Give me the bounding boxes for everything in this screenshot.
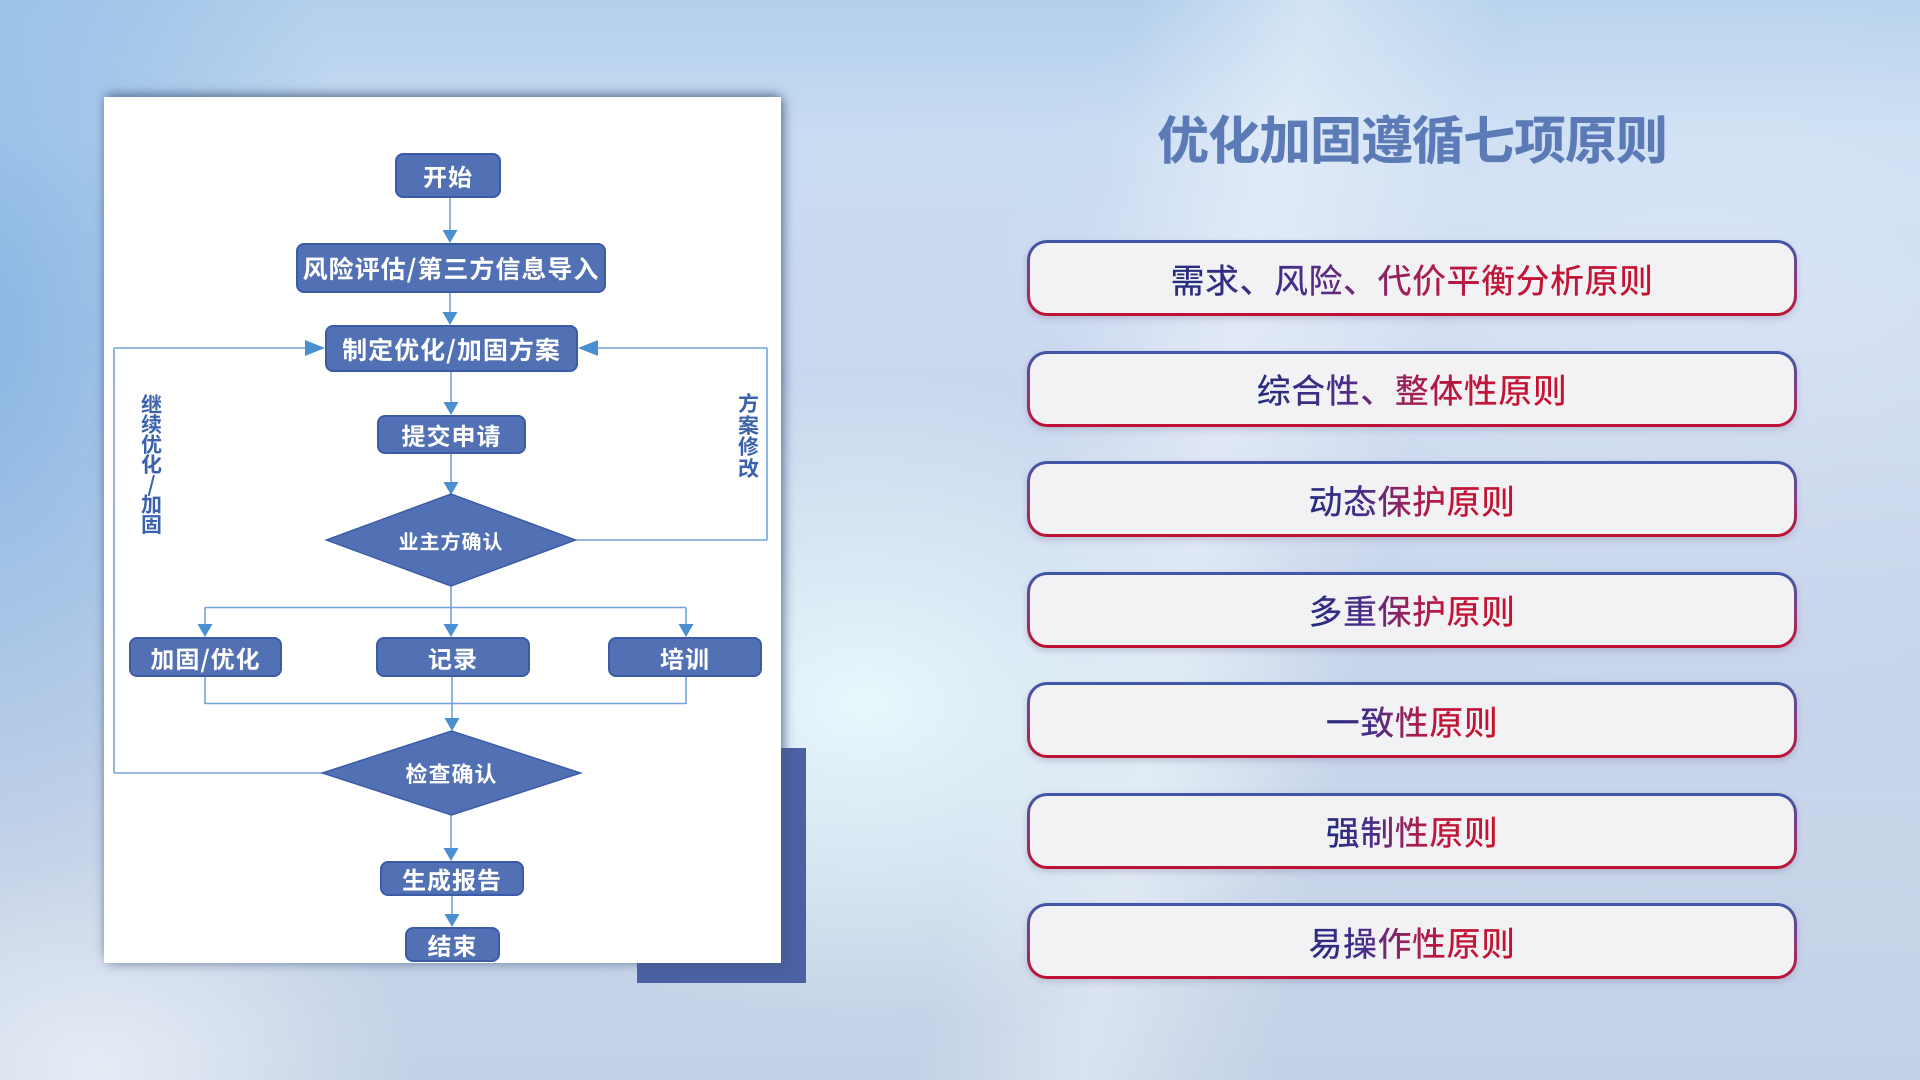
loop-label-continue: 继续优化/加固	[141, 389, 162, 539]
flowchart-node-end: 结束	[405, 927, 500, 962]
principle-box-face: 需求、风险、代价平衡分析原则	[1030, 243, 1794, 313]
flowchart-node-record: 记录	[376, 637, 530, 677]
principle-label: 易操作性原则	[1308, 916, 1516, 966]
flowchart-diamonds	[320, 493, 583, 816]
principle-box: 综合性、整体性原则	[1027, 350, 1797, 427]
flowchart-node-training: 培训	[608, 637, 762, 677]
principle-box: 强制性原则	[1027, 792, 1797, 869]
flowchart-node-submit: 提交申请	[377, 415, 526, 454]
principle-label: 需求、风险、代价平衡分析原则	[1170, 253, 1654, 303]
flowchart-node-start: 开始	[395, 153, 501, 198]
flowchart-diamond-check_confirm	[320, 730, 583, 816]
principle-box-face: 动态保护原则	[1030, 464, 1794, 534]
principle-box-face: 强制性原则	[1030, 795, 1794, 866]
flowchart-node-reinforce: 加固/优化	[129, 637, 282, 677]
principle-box-face: 综合性、整体性原则	[1030, 353, 1794, 424]
principle-label: 综合性、整体性原则	[1256, 364, 1568, 413]
connector-lines	[113, 198, 768, 915]
flowchart-node-make_plan: 制定优化/加固方案	[325, 325, 578, 372]
flowchart-node-report: 生成报告	[380, 861, 524, 896]
principle-box-face: 易操作性原则	[1030, 906, 1794, 976]
principle-box: 一致性原则	[1027, 682, 1797, 758]
loop-label-revise: 方案修改	[738, 388, 759, 483]
flowchart-node-owner_confirm-label: 业主方确认	[398, 525, 504, 555]
flowchart-diamond-owner_confirm	[324, 493, 578, 587]
principle-label: 动态保护原则	[1308, 474, 1516, 524]
flowchart-node-risk_import: 风险评估/第三方信息导入	[296, 243, 606, 293]
connector-arrowheads	[197, 230, 694, 927]
principle-label: 强制性原则	[1325, 806, 1499, 855]
principle-label: 多重保护原则	[1308, 585, 1516, 634]
principle-box-face: 一致性原则	[1030, 685, 1794, 755]
principle-box: 易操作性原则	[1027, 903, 1797, 979]
principle-box: 需求、风险、代价平衡分析原则	[1027, 240, 1797, 316]
principle-label: 一致性原则	[1325, 695, 1499, 745]
flowchart-node-check_confirm-label: 检查确认	[405, 757, 498, 789]
principle-box-face: 多重保护原则	[1030, 574, 1794, 645]
principle-box: 动态保护原则	[1027, 461, 1797, 537]
principle-box: 多重保护原则	[1027, 571, 1797, 648]
page-title: 优化加固遵循七项原则	[1156, 98, 1668, 174]
